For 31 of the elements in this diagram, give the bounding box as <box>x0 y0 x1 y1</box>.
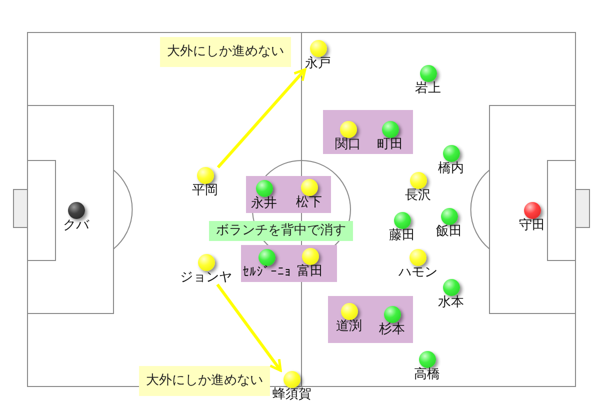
highlight-box <box>241 245 337 282</box>
player-name: ｾﾙｼﾞｰﾆｮ <box>242 266 292 280</box>
player-name: 関口 <box>335 138 361 152</box>
player-name: 高橋 <box>414 368 440 382</box>
player-name: ハモン <box>398 266 438 280</box>
player-name: 岩上 <box>415 82 441 96</box>
player-name: 長沢 <box>405 188 431 202</box>
highlight-box <box>246 176 331 213</box>
player-name: 永戸 <box>305 56 331 70</box>
callout-note: 大外にしか進めない <box>139 366 270 396</box>
player-name: ジョンヤ <box>180 270 232 284</box>
player-name: クバ <box>63 218 89 232</box>
callout-note: ボランチを背中で消す <box>209 221 353 241</box>
arrow <box>216 68 306 168</box>
player-name: 水本 <box>438 296 464 310</box>
player-name: 蜂須賀 <box>272 388 312 402</box>
highlight-box <box>323 110 413 154</box>
player-name: 永井 <box>251 196 277 210</box>
player-name: 守田 <box>519 218 545 232</box>
player-name: 藤田 <box>389 228 415 242</box>
callout-note: 大外にしか進めない <box>160 37 291 67</box>
player-name: 橋内 <box>438 162 464 176</box>
player-name: 富田 <box>297 264 323 278</box>
player-name: 道渕 <box>336 320 362 334</box>
highlight-box <box>328 296 413 343</box>
player-name: 松下 <box>296 196 322 210</box>
arrow <box>216 284 282 372</box>
player-name: 町田 <box>377 138 403 152</box>
player-name: 杉本 <box>379 322 405 336</box>
player-name: 平岡 <box>192 184 218 198</box>
player-name: 飯田 <box>436 224 462 238</box>
